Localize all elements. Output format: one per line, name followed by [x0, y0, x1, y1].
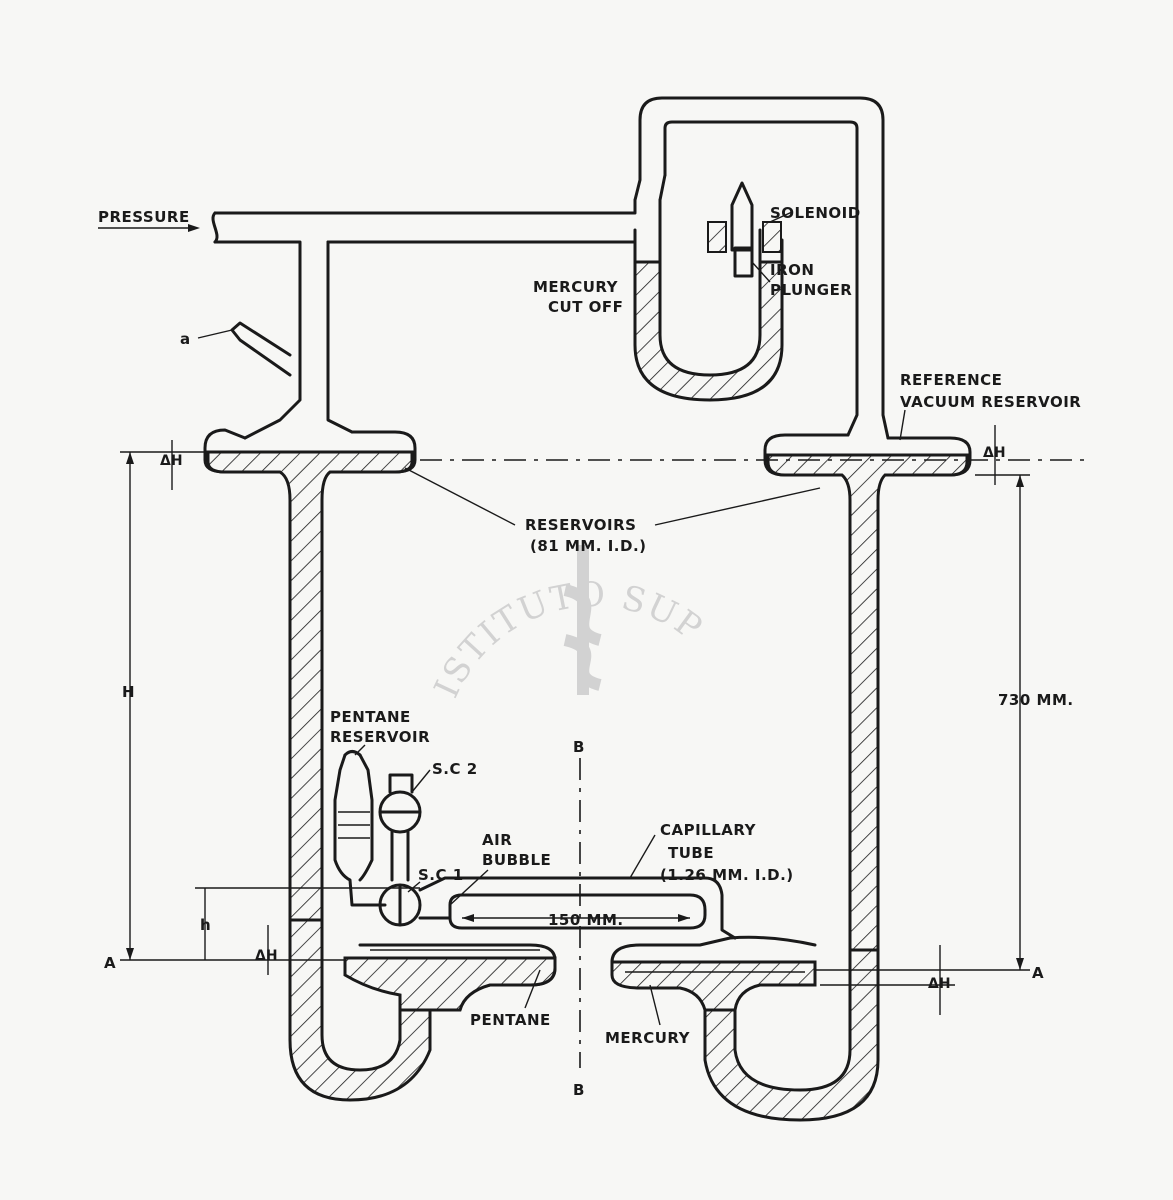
- label-dh-low-right: ΔH: [928, 976, 951, 992]
- label-sc1: S.C 1: [418, 866, 464, 884]
- watermark-text: ISTITUTO SUPERIORE DI SANITÀ: [0, 0, 709, 704]
- svg-text:ISTITUTO SUPERIORE DI SANITÀ: ISTITUTO SUPERIORE DI SANITÀ: [0, 0, 711, 704]
- dimension-730: [815, 474, 1030, 971]
- solenoid-coil-right: [762, 221, 782, 253]
- dimension-h: [195, 887, 420, 960]
- label-730mm: 730 MM.: [998, 691, 1074, 709]
- mercury-cutoff: [633, 96, 890, 440]
- label-solenoid: SOLENOID: [770, 204, 861, 222]
- label-reference: REFERENCE: [900, 371, 1002, 389]
- label-h: h: [200, 916, 211, 934]
- label-iron: IRON: [770, 261, 814, 279]
- label-dh-top-left: ΔH: [160, 453, 183, 469]
- label-mercury-cutoff-2: CUT OFF: [548, 298, 623, 316]
- label-pentane-reservoir-1: PENTANE: [330, 708, 411, 726]
- label-capillary-id: (1.26 MM. I.D.): [660, 866, 794, 884]
- pentane-reservoir: [333, 750, 387, 907]
- label-vacuum-reservoir: VACUUM RESERVOIR: [900, 393, 1081, 411]
- label-a: a: [180, 330, 191, 348]
- stopcock-1: [378, 883, 422, 927]
- right-reservoir: [763, 433, 972, 952]
- label-air: AIR: [482, 831, 512, 849]
- label-pressure: PRESSURE: [98, 208, 190, 226]
- right-leg: [703, 948, 880, 1122]
- label-dh-top-right: ΔH: [983, 445, 1006, 461]
- label-b-bottom: B: [573, 1081, 585, 1099]
- capillary-tube: [418, 876, 737, 940]
- lower-left-reservoir: [343, 943, 557, 1012]
- label-H: H: [122, 683, 135, 701]
- leaders: [98, 224, 906, 1026]
- lower-right-reservoir: [610, 935, 817, 1012]
- label-bubble: BUBBLE: [482, 851, 551, 869]
- solenoid-coil-left: [707, 221, 727, 253]
- label-capillary: CAPILLARY: [660, 821, 757, 839]
- label-pentane-reservoir-2: RESERVOIR: [330, 728, 430, 746]
- label-a-left: A: [104, 954, 116, 972]
- label-sc2: S.C 2: [432, 760, 478, 778]
- dimension-H: [120, 451, 345, 961]
- pressure-line: [197, 198, 637, 440]
- label-mercury-cutoff-1: MERCURY: [533, 278, 619, 296]
- label-reservoirs-id: (81 MM. I.D.): [530, 537, 647, 555]
- label-a-right: A: [1032, 964, 1044, 982]
- label-150mm: 150 MM.: [548, 911, 624, 929]
- stopcock-2: [378, 773, 422, 882]
- watermark-emblem: [563, 545, 602, 695]
- left-leg: [288, 918, 432, 1102]
- label-b-top: B: [573, 738, 585, 756]
- label-mercury: MERCURY: [605, 1029, 691, 1047]
- dimension-150: [462, 914, 690, 922]
- left-reservoir: [203, 428, 417, 922]
- label-reservoirs: RESERVOIRS: [525, 516, 636, 534]
- label-pentane: PENTANE: [470, 1011, 551, 1029]
- label-tube: TUBE: [668, 844, 714, 862]
- watermark: ISTITUTO SUPERIORE DI SANITÀ: [0, 0, 711, 704]
- label-plunger: PLUNGER: [770, 281, 852, 299]
- dimension-dh-marks: [171, 425, 996, 1015]
- label-dh-low-left: ΔH: [255, 948, 278, 964]
